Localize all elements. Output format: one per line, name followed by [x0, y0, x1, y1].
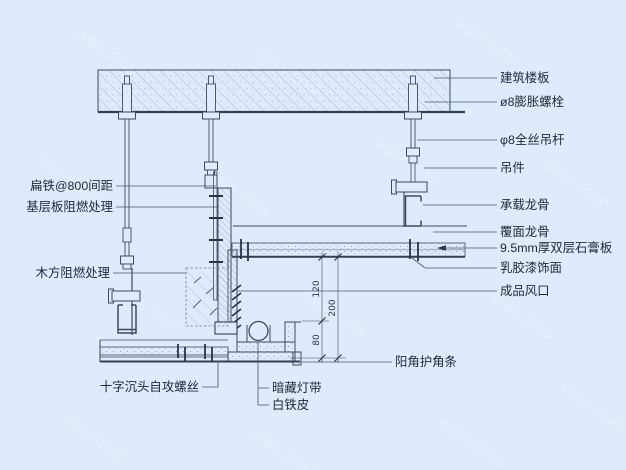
leader-latex-paint [411, 257, 497, 269]
watermark-text: WWX.COM [248, 425, 317, 470]
hanger-rod-left [108, 75, 141, 335]
board-screws [240, 239, 419, 261]
label-load-keel: 承载龙骨 [500, 198, 550, 212]
label-gypsum-board: 9.5mm厚双层石膏板 [500, 240, 612, 255]
light-strip-lamp [248, 320, 269, 342]
label-hanger: 吊件 [500, 161, 525, 175]
label-hanger-rod: φ8全丝吊杆 [500, 132, 565, 147]
fascia-screws [209, 195, 223, 263]
label-flat-iron: 扁铁@800间距 [30, 179, 113, 193]
watermark-text: WWX.COM [58, 410, 127, 465]
dimension-total: 200 [328, 299, 338, 316]
hanger-bolt [111, 290, 141, 302]
label-latex-paint: 乳胶漆饰面 [500, 260, 562, 275]
threaded-rod [208, 118, 214, 163]
lower-ceiling-layers [99, 339, 300, 363]
building-slab [97, 69, 465, 114]
label-tapping-screw: 十字沉头自攻螺丝 [100, 379, 199, 394]
leader-light-strip [257, 342, 269, 405]
watermark-text: WWX.COM [453, 15, 522, 70]
threaded-rod [410, 118, 416, 149]
upper-ceiling-layers [231, 225, 467, 261]
cove-right-wall [284, 321, 296, 353]
label-corner-bead: 阳角护角条 [395, 355, 457, 369]
leader-tapping-screw [202, 361, 219, 388]
label-air-vent: 成品风口 [500, 284, 550, 298]
dimension-upper: 120 [312, 280, 322, 297]
label-wood-block: 木方阻燃处理 [36, 265, 110, 280]
dimension-lower: 80 [312, 334, 322, 346]
watermark-text: WWX.COM [488, 290, 557, 345]
watermark-text: WWX.COM [33, 150, 102, 205]
leader-gypsum-board [437, 245, 497, 251]
label-expansion-bolt: ø8膨胀螺栓 [500, 94, 564, 109]
leader-lines [113, 77, 497, 406]
watermark-text: WWX.COM [558, 380, 626, 435]
label-building-slab: 建筑楼板 [500, 70, 550, 85]
hanger-fitting [406, 147, 420, 157]
carrier-channel-section [117, 304, 137, 334]
carrier-channel-profile [404, 195, 422, 227]
wood-blocking [185, 267, 229, 327]
label-facing-keel: 覆面龙骨 [500, 225, 550, 239]
cove-corner-step [292, 351, 302, 366]
label-tin-sheet: 白铁皮 [272, 397, 309, 412]
dimension-lines [290, 252, 346, 363]
label-base-board: 基层板阻燃处理 [26, 199, 113, 214]
hanger-rod-middle [202, 75, 220, 189]
hanger-rod-right [391, 75, 428, 227]
watermark-text: WWX.COM [113, 280, 182, 335]
label-light-strip: 暗藏灯带 [272, 380, 322, 395]
light-cove [227, 320, 302, 366]
lower-board-screws [177, 344, 213, 362]
watermark-text: WWX.COM [438, 415, 507, 470]
